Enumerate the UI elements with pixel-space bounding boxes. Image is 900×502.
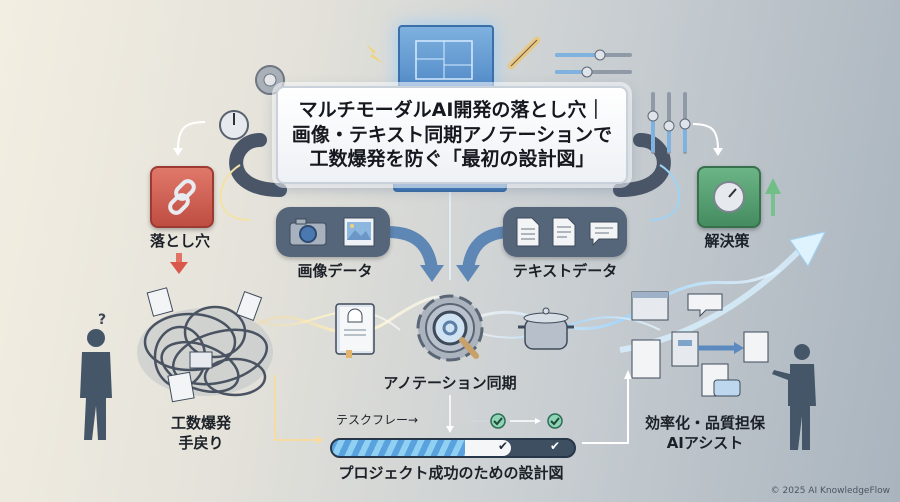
tangled-wires-icon: [137, 287, 273, 403]
left-outcome-line-1: 工数爆発: [170, 414, 231, 432]
check-circle-icon: [547, 413, 563, 429]
gear-icon: [255, 65, 285, 95]
title-line-1: マルチモーダルAI開発の落とし穴｜: [298, 98, 606, 121]
confused-person-icon: ?: [80, 312, 112, 440]
progress-bar: ✔ ✔: [330, 438, 576, 458]
image-data-panel: [276, 207, 390, 257]
progress-caption: プロジェクト成功のための設計図: [338, 464, 564, 482]
text-data-panel: [503, 207, 627, 257]
lightning-icon: [366, 44, 384, 64]
text-data-label: テキストデータ: [512, 262, 618, 280]
copyright: © 2025 AI KnowledgeFlow: [770, 486, 890, 496]
blueprint-document-icon: [398, 25, 494, 95]
right-outcome-line-1: 効率化・品質担保: [644, 414, 765, 432]
progress-fill: [332, 440, 466, 456]
dial-knob-icon: [713, 181, 745, 213]
presenting-person-icon: [772, 344, 816, 450]
title-card: マルチモーダルAI開発の落とし穴｜ 画像・テキスト同期アノテーションで 工数爆発…: [276, 86, 628, 184]
camera-icon: [289, 218, 327, 246]
ai-workflow-documents: [631, 291, 769, 397]
document-icon: [516, 217, 540, 247]
left-outcome-line-2: 手戻り: [178, 434, 224, 452]
picture-icon: [343, 217, 375, 247]
task-flow-label: テスクフレー→: [336, 413, 419, 427]
pencil-icon: [507, 36, 541, 70]
vertical-sliders-icon: [647, 92, 691, 154]
gear-magnifier-icon: [416, 294, 484, 362]
cooking-pot-icon: [518, 307, 574, 350]
broken-chain-icon: [168, 179, 196, 215]
document-icon: [552, 217, 576, 247]
title-line-2: 画像・テキスト同期アノテーションで: [291, 123, 613, 146]
dial-icon: [219, 110, 249, 140]
check-icon: ✔: [498, 439, 509, 453]
pitfall-badge: [150, 166, 214, 228]
chat-bubble-icon: [589, 221, 619, 247]
check-circle-icon: [490, 413, 506, 429]
recipe-book-icon: [335, 303, 375, 358]
annotation-sync-label: アノテーション同期: [383, 374, 517, 392]
title-line-3: 工数爆発を防ぐ「最初の設計図」: [309, 148, 595, 171]
pitfall-label: 落とし穴: [149, 232, 210, 250]
horizontal-sliders-icon: [555, 49, 632, 78]
solution-badge: [697, 166, 761, 228]
right-outcome-line-2: AIアシスト: [666, 434, 744, 452]
check-icon: ✔: [550, 439, 561, 453]
solution-label: 解決策: [704, 232, 750, 250]
svg-text:?: ?: [98, 312, 106, 328]
progress-current-step: [465, 440, 512, 456]
image-data-label: 画像データ: [297, 262, 373, 280]
